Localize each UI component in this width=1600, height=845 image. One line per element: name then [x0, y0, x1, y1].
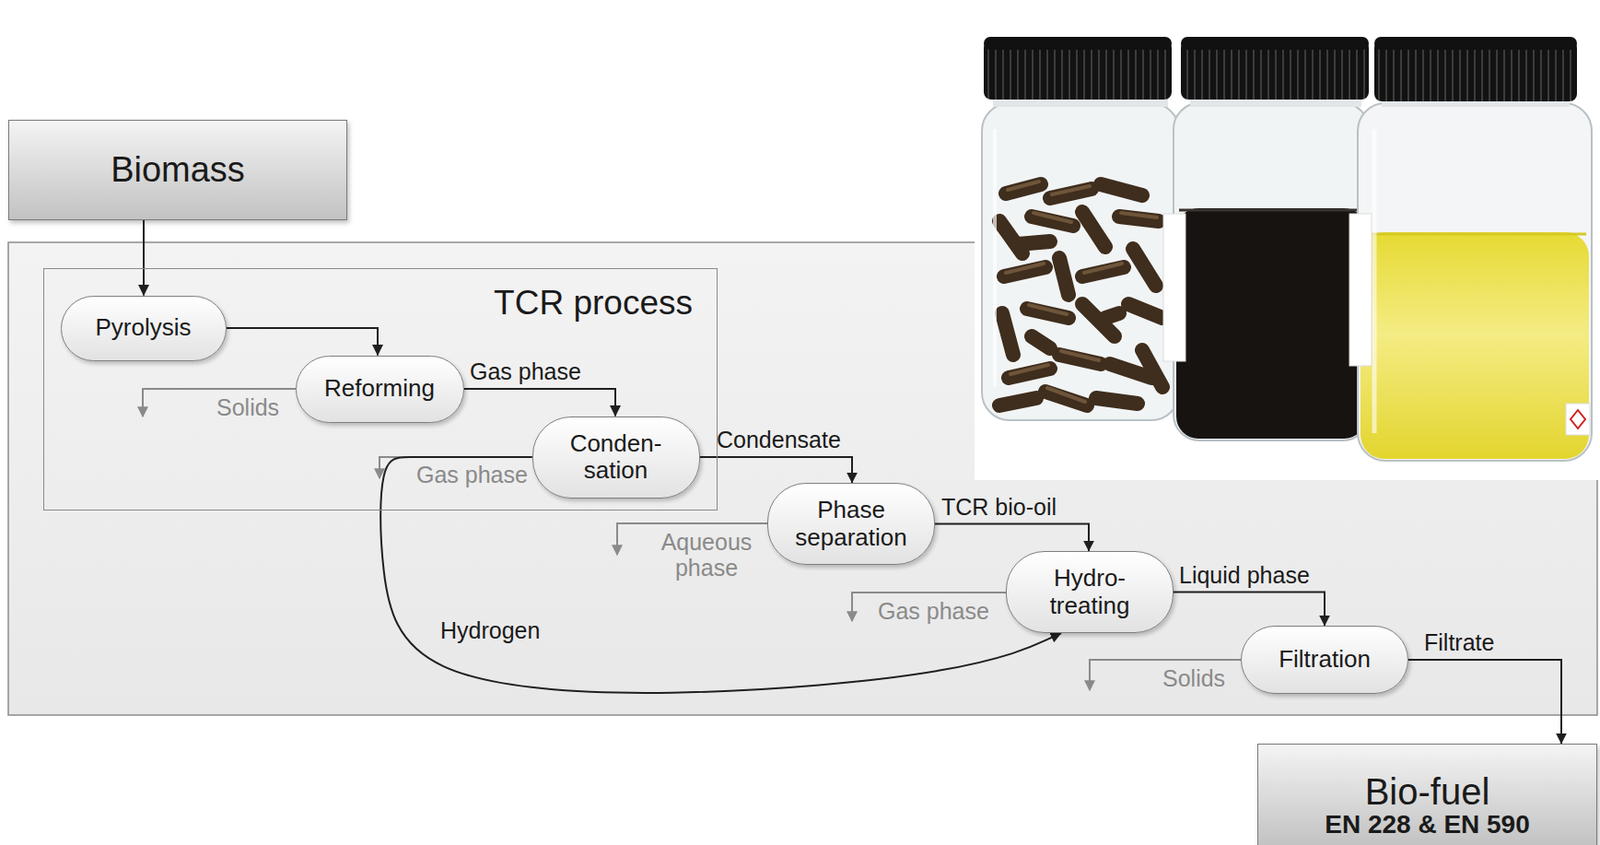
node-text: EN 228 & EN 590: [1324, 810, 1530, 838]
output-label: Solids: [1162, 665, 1226, 691]
flow-arrow: [1408, 659, 1562, 744]
label-holder: TCR bio-oil: [941, 493, 1057, 520]
group-box: TCR processPyrolysisReformingConden- sat…: [43, 268, 718, 511]
label-holder: Gas phase: [469, 358, 582, 385]
terminal-box: Biomass: [8, 119, 348, 221]
flow-arrow: [700, 456, 853, 483]
hazard-symbol: [1570, 409, 1586, 429]
label-holder: Aqueous phase: [655, 528, 758, 581]
output-label: Gas phase: [877, 597, 990, 624]
process-box: Hydro- treating: [1005, 550, 1174, 633]
output-arrow: [1089, 659, 1241, 690]
node-text: Hydro- treating: [1020, 564, 1159, 619]
edge-label: Filtrate: [1424, 629, 1495, 655]
output-label: Aqueous phase: [655, 528, 758, 581]
jar-lid: [1180, 36, 1369, 50]
node-text: Phase separation: [782, 496, 921, 550]
flow-arrow: [226, 327, 379, 356]
edge-label: Hydrogen: [440, 617, 540, 643]
jar-lid: [983, 36, 1172, 50]
flow-arrow: [464, 388, 617, 417]
process-box: Pyrolysis: [60, 295, 227, 362]
liquid-surface: [1179, 209, 1364, 212]
edge-label: Gas phase: [469, 358, 582, 385]
output-label: Solids: [216, 394, 280, 421]
glass-highlight: [992, 128, 997, 387]
label-holder: Solids: [216, 394, 280, 421]
label-holder: Gas phase: [416, 461, 528, 488]
glass-jar: [981, 103, 1180, 421]
label-holder: Gas phase: [877, 597, 990, 624]
label-holder: Condensate: [716, 426, 841, 453]
label-holder: Filtrate: [1424, 629, 1495, 655]
edge-label: TCR bio-oil: [941, 493, 1057, 520]
edge-label: Liquid phase: [1179, 561, 1310, 588]
node-text: Filtration: [1278, 645, 1371, 673]
process-box: Filtration: [1240, 625, 1409, 694]
process-box: Phase separation: [767, 482, 935, 565]
flow-arrow: [380, 456, 1062, 693]
flow-arrow: [142, 220, 145, 296]
jar-lid: [1374, 36, 1577, 50]
sample-photo: [974, 15, 1600, 480]
flow-arrow: [1173, 592, 1325, 627]
jar-label: [1349, 213, 1372, 366]
glass-jar: [1173, 103, 1369, 441]
label-holder: Solids: [1162, 665, 1226, 691]
glass-jar: [1357, 103, 1592, 461]
terminal-box: Bio-fuelEN 228 & EN 590: [1257, 743, 1598, 845]
node-text: Reforming: [324, 374, 435, 402]
photo-ground: [974, 15, 1600, 480]
liquid-surface: [1363, 233, 1587, 236]
bio-fuel-liquid: [1360, 232, 1589, 459]
process-box: Conden- sation: [532, 416, 701, 499]
node-text: Biomass: [110, 151, 246, 189]
output-label: Gas phase: [416, 461, 528, 488]
label-holder: Hydrogen: [440, 617, 540, 643]
node-text: Bio-fuel: [1365, 771, 1491, 811]
node-text: Pyrolysis: [94, 314, 191, 341]
hazard-label: [1565, 403, 1590, 435]
process-box: Reforming: [295, 355, 465, 423]
jar-label: [1163, 213, 1186, 362]
flow-arrow: [934, 524, 1089, 552]
label-holder: Liquid phase: [1179, 561, 1310, 588]
connector-group: [143, 220, 1562, 744]
glass-highlight: [1372, 128, 1378, 433]
node-text: TCR process: [493, 283, 693, 324]
edge-label: Condensate: [716, 426, 841, 453]
pellet-highlight: [1005, 181, 1157, 402]
bio-oil-liquid: [1176, 208, 1367, 439]
node-text: Conden- sation: [547, 430, 686, 484]
